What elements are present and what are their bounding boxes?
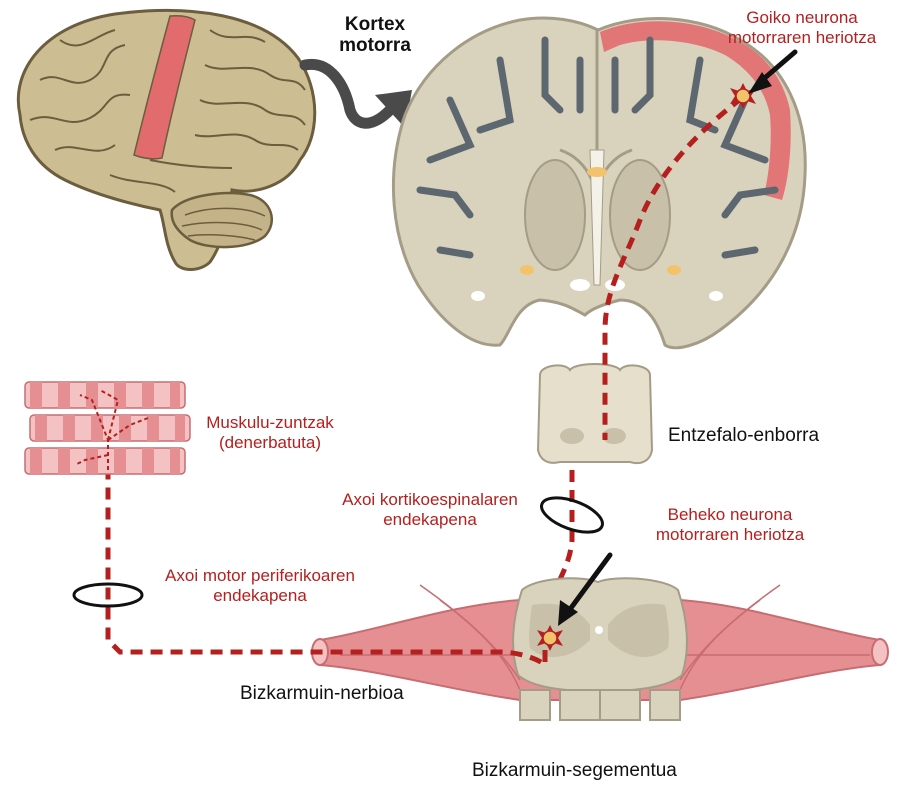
label-lower-neuron-death: Beheko neurona motorraren heriotza [635,505,825,545]
spinal-cord-segment [513,578,687,720]
coronal-brain [393,18,805,348]
label-upper-neuron-death: Goiko neurona motorraren heriotza [712,8,892,48]
label-corticospinal-axon: Axoi kortikoespinalaren endekapena [330,490,530,530]
label-muscle-fibers: Muskulu-zuntzak (denerbatuta) [195,413,345,453]
lateral-brain [18,10,314,269]
label-spinal-nerve: Bizkarmuin-nerbioa [240,683,404,704]
arrow-icon [305,64,390,123]
label-peripheral-axon: Axoi motor periferikoaren endekapena [140,566,380,606]
label-motor-cortex: Kortex motorra [335,14,415,56]
brainstem [538,364,652,463]
label-brainstem: Entzefalo-enborra [668,425,819,446]
muscle-fibers [25,382,190,474]
label-spinal-segment: Bizkarmuin-segementua [472,760,677,781]
